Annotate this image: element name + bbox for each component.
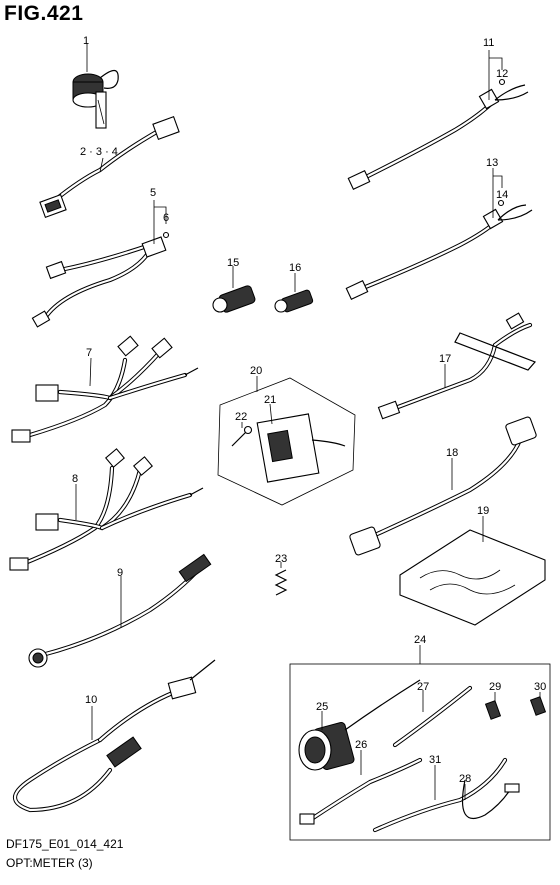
callout-23: 23 (275, 553, 287, 565)
callout-12: 12 (496, 68, 508, 80)
part-15-plug[interactable] (212, 285, 256, 314)
part-30-plug[interactable] (529, 696, 547, 716)
callout-14: 14 (496, 189, 508, 201)
part-7-branch-harness[interactable] (11, 335, 199, 443)
callout-8: 8 (72, 473, 78, 485)
part-1-meter-cap[interactable] (72, 69, 119, 129)
leader-13-14 (492, 168, 503, 218)
callout-2-3-4: 2 · 3 · 4 (80, 146, 118, 158)
figure-description: OPT:METER (3) (6, 856, 93, 870)
figure-code: DF175_E01_014_421 (6, 837, 124, 851)
part-19-bag[interactable] (399, 529, 546, 626)
callout-13: 13 (486, 157, 498, 169)
callout-1: 1 (83, 35, 89, 47)
callout-22: 22 (235, 411, 247, 423)
callout-20: 20 (250, 365, 262, 377)
callout-24: 24 (414, 634, 426, 646)
callout-10: 10 (85, 694, 97, 706)
part-23-spring[interactable] (274, 569, 288, 596)
part-12-clip[interactable] (498, 78, 506, 86)
part-2-3-4-harness[interactable] (39, 116, 180, 218)
callout-17: 17 (439, 353, 451, 365)
part-16-plug[interactable] (274, 289, 314, 313)
part-28-cable[interactable] (461, 779, 520, 820)
part-6-clip[interactable] (162, 231, 170, 239)
leader-5-6 (153, 200, 167, 244)
part-29-plug[interactable] (484, 700, 502, 720)
callout-19: 19 (477, 505, 489, 517)
callout-21: 21 (264, 394, 276, 406)
leader-2 (99, 157, 104, 173)
part-25-gauge[interactable] (298, 679, 421, 771)
callout-26: 26 (355, 739, 367, 751)
part-8-branch-harness[interactable] (9, 448, 204, 571)
part-27-cable[interactable] (392, 685, 473, 748)
callout-5: 5 (150, 187, 156, 199)
callout-31: 31 (429, 754, 441, 766)
callout-15: 15 (227, 257, 239, 269)
part-11-harness[interactable] (347, 84, 529, 190)
leader-11-12 (488, 50, 503, 100)
callout-9: 9 (117, 567, 123, 579)
callout-18: 18 (446, 447, 458, 459)
callout-6: 6 (163, 212, 169, 224)
callout-25: 25 (316, 701, 328, 713)
part-26-cable[interactable] (299, 757, 423, 825)
part-31-cable[interactable] (372, 757, 508, 833)
callout-11: 11 (483, 37, 494, 49)
part-20-switch-kit[interactable] (217, 377, 356, 506)
callout-28: 28 (459, 773, 471, 785)
part-18-cable[interactable] (349, 416, 537, 556)
part-17-harness[interactable] (377, 312, 537, 420)
leader-7 (89, 357, 92, 387)
part-5-split-harness[interactable] (31, 236, 167, 328)
part-14-clip[interactable] (497, 199, 505, 207)
callout-29: 29 (489, 681, 501, 693)
part-10-sensor-cable[interactable] (12, 659, 216, 813)
part-13-harness[interactable] (345, 204, 533, 300)
callout-16: 16 (289, 262, 301, 274)
figure-title: FIG.421 (4, 2, 84, 25)
part-9-cable[interactable] (28, 553, 212, 668)
part-22-screw[interactable] (231, 425, 253, 447)
callout-27: 27 (417, 681, 429, 693)
leader-21 (269, 403, 273, 425)
callout-30: 30 (534, 681, 546, 693)
callout-7: 7 (86, 347, 92, 359)
